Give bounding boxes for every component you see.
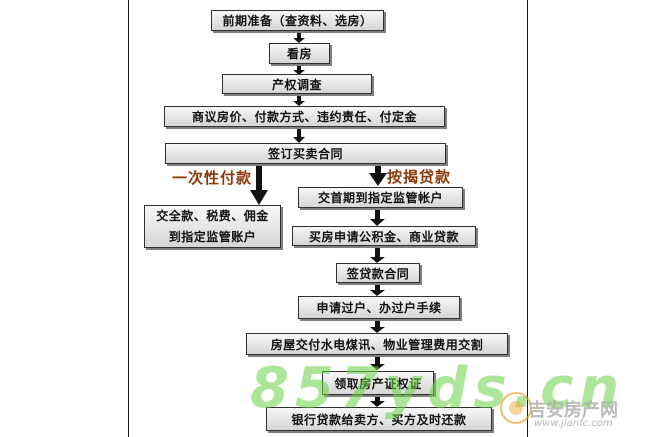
frame-left-line <box>128 0 129 437</box>
step-sign-contract: 签订买卖合同 <box>165 143 446 164</box>
step-property-check: 产权调查 <box>222 74 372 94</box>
step-view-house: 看房 <box>269 43 330 64</box>
step-loan-application: 买房申请公积金、商业贷款 <box>292 226 476 246</box>
step-loan-contract: 签贷款合同 <box>336 263 420 283</box>
step-full-payment: 交全款、税费、佣金 到指定监管账户 <box>144 205 281 248</box>
step-full-payment-line-2: 到指定监管账户 <box>168 229 257 244</box>
step-certificate: 领取房产证权证 <box>322 371 434 395</box>
watermark-site: 857yds.cn <box>250 356 626 421</box>
watermark-logo-icon <box>500 392 532 424</box>
step-transfer: 申请过户、办过户手续 <box>298 296 460 319</box>
watermark-url: www.jianfc.com <box>534 418 613 429</box>
watermark-brand: 吉安房产网 <box>528 400 618 421</box>
step-full-payment-line-1: 交全款、税费、佣金 <box>156 208 269 223</box>
branch-label-mortgage: 按揭贷款 <box>387 168 452 186</box>
step-handover: 房屋交付水电煤讯、物业管理费用交割 <box>246 333 508 355</box>
branch-label-full-payment: 一次性付款 <box>172 169 253 187</box>
step-down-payment: 交首期到指定监管帐户 <box>298 187 463 208</box>
step-bank-loan: 银行贷款给卖方、买方及时还款 <box>266 407 492 431</box>
step-preparation: 前期准备（查资料、选房） <box>211 10 384 31</box>
frame-right-line <box>527 0 528 437</box>
step-negotiation: 商议房价、付款方式、违约责任、付定金 <box>164 106 445 127</box>
